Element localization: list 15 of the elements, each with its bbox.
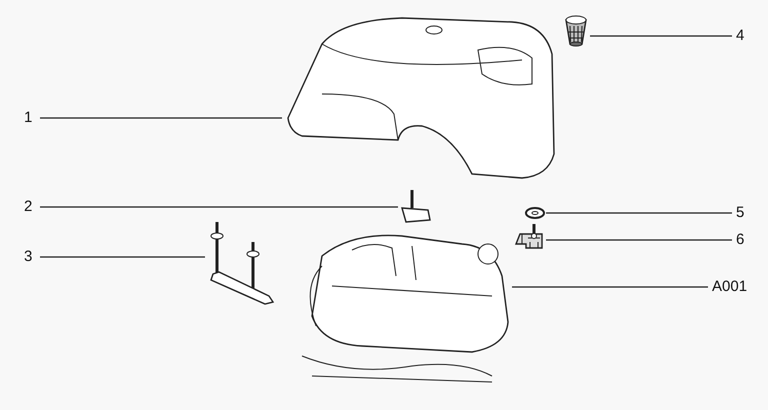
callout-number: 2 bbox=[24, 198, 36, 216]
leader-line bbox=[546, 212, 732, 214]
callout-number: 4 bbox=[736, 27, 748, 45]
callout-number: 3 bbox=[24, 248, 36, 266]
leader-line bbox=[40, 206, 398, 208]
callout-number: 1 bbox=[24, 109, 36, 127]
leader-line bbox=[546, 239, 732, 241]
washer-drawing bbox=[524, 206, 546, 220]
leader-line bbox=[40, 256, 205, 258]
leader-line bbox=[512, 286, 708, 288]
leader-line bbox=[590, 35, 732, 37]
callout-number: 5 bbox=[736, 204, 748, 222]
leader-line bbox=[40, 117, 282, 119]
callout-number: A001 bbox=[712, 278, 750, 296]
callout-number: 6 bbox=[736, 231, 748, 249]
